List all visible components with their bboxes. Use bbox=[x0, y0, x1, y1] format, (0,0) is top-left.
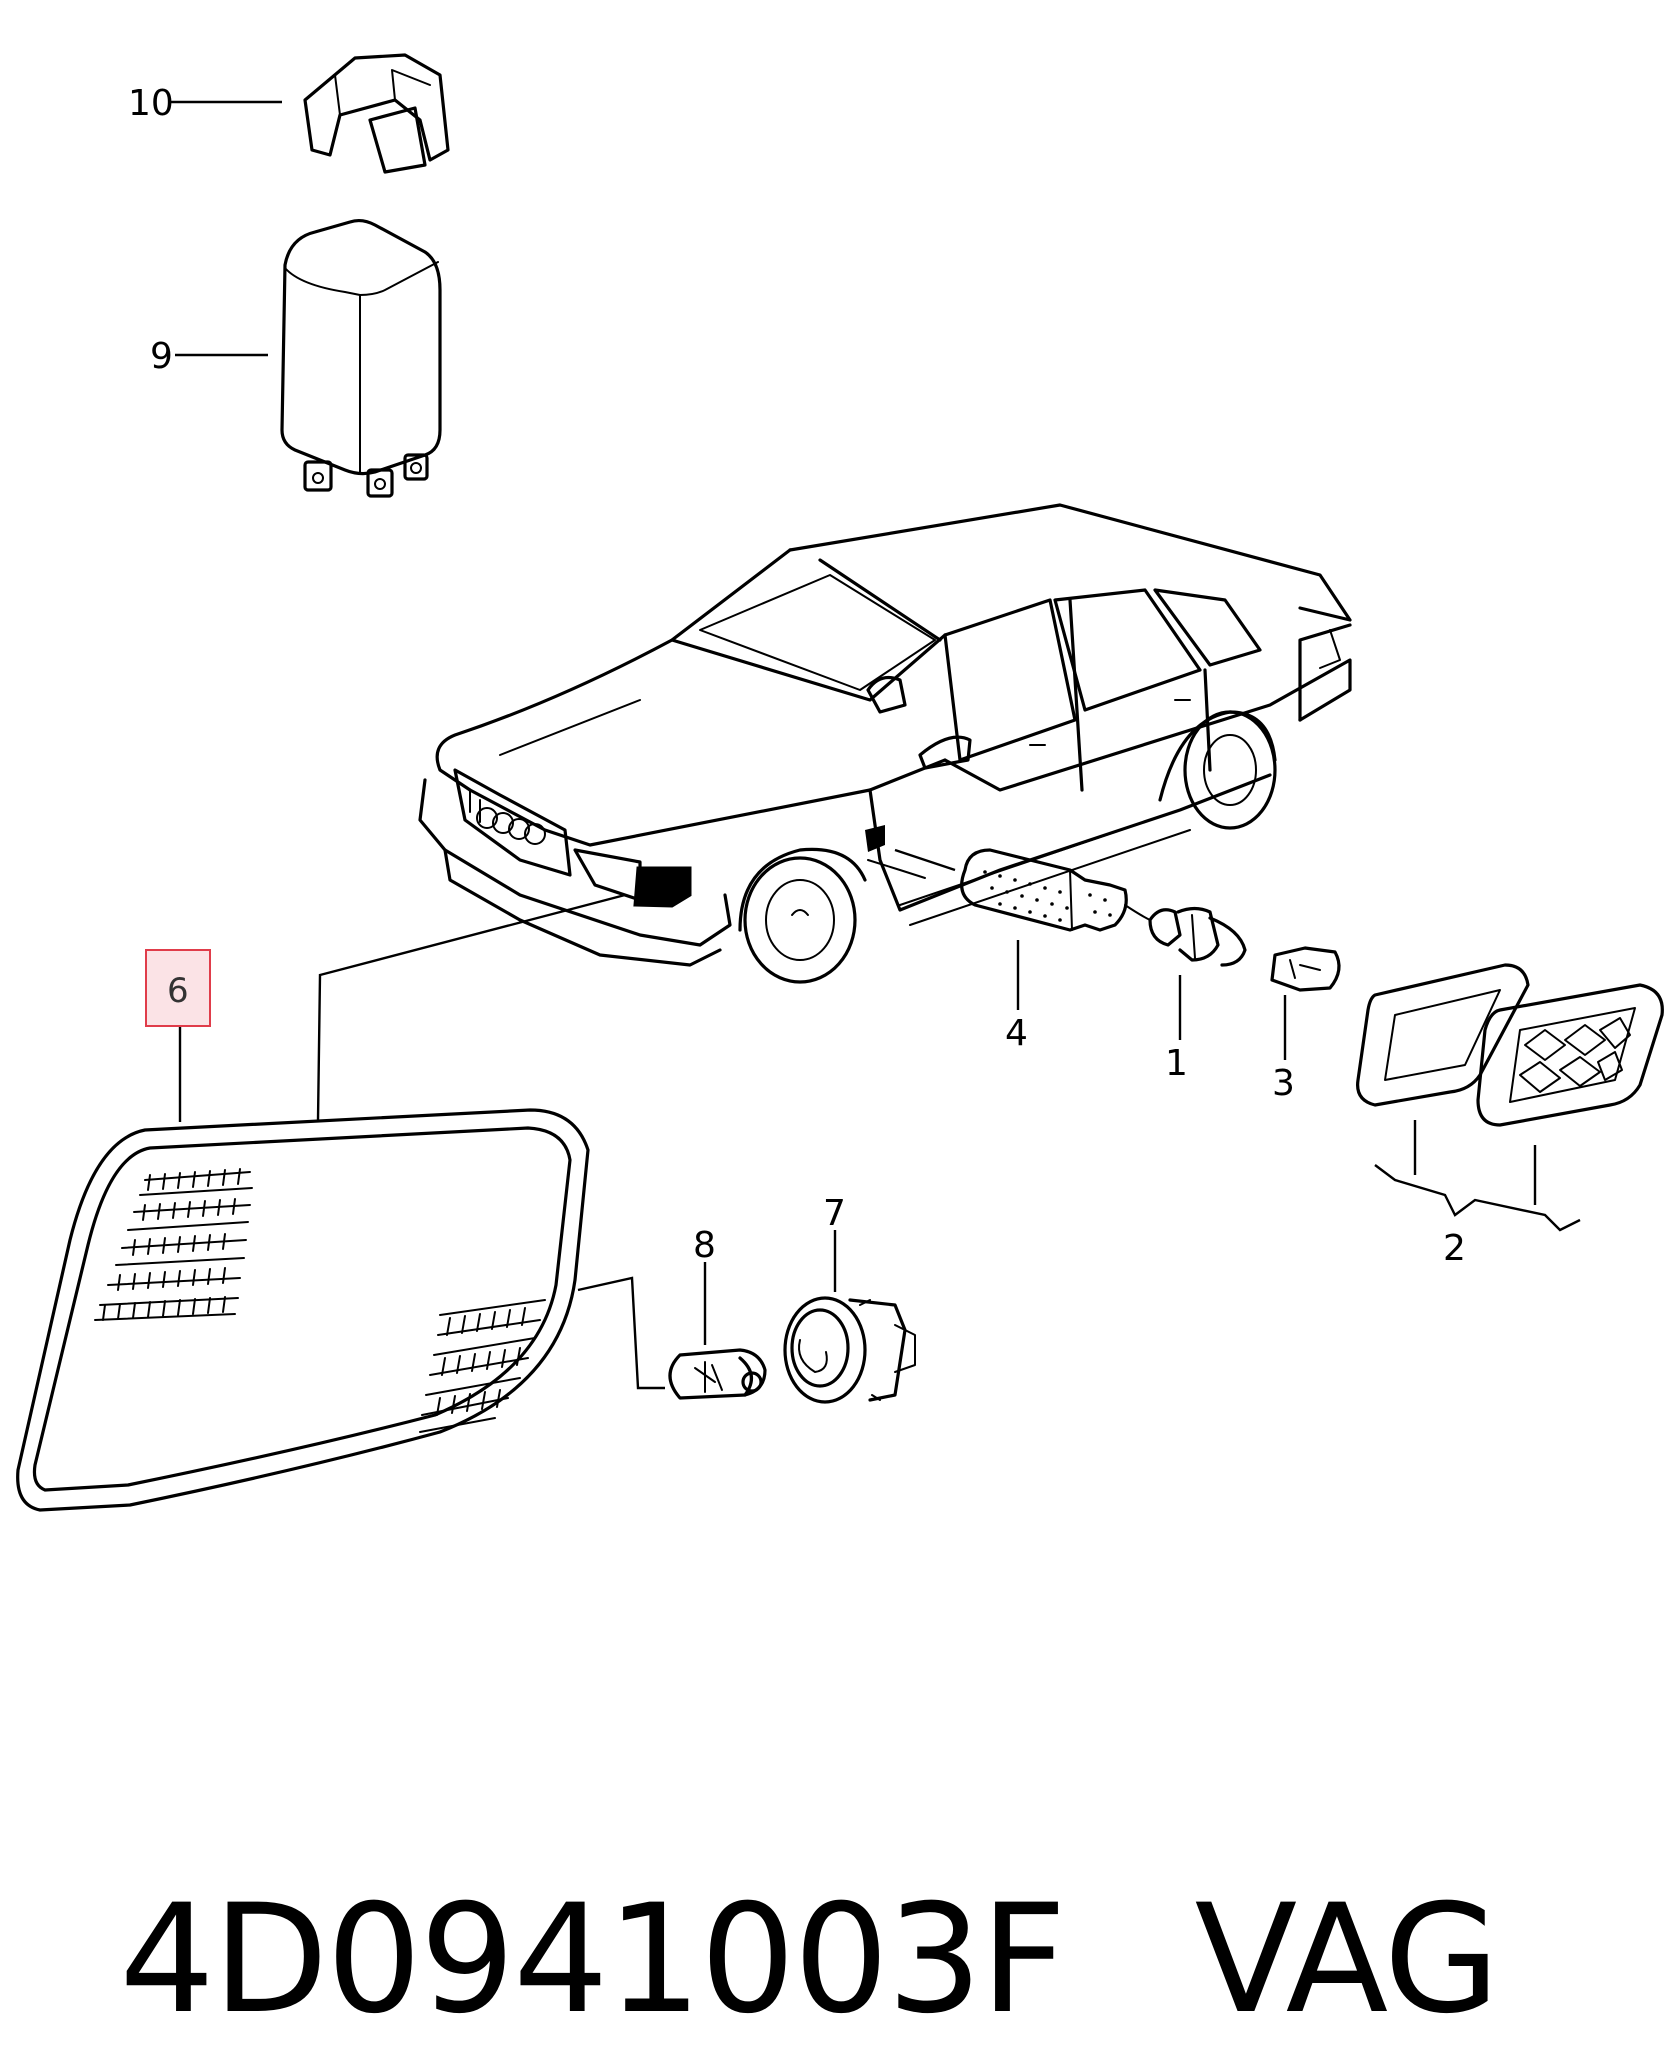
car-illustration bbox=[418, 503, 1352, 984]
part-9-relay[interactable] bbox=[280, 218, 442, 498]
lens-ribs-lower bbox=[419, 1299, 546, 1433]
leader-6-to-8 bbox=[577, 1276, 665, 1390]
lens-ribs-upper bbox=[94, 1168, 253, 1321]
part-4-marker-housing[interactable] bbox=[960, 848, 1151, 932]
leader-car-to-4 bbox=[894, 848, 956, 872]
callout-7[interactable]: 7 bbox=[823, 1193, 846, 1234]
callout-8[interactable]: 8 bbox=[693, 1225, 716, 1266]
brand-name: VAG bbox=[1194, 1873, 1500, 2047]
callout-6-highlight[interactable] bbox=[145, 949, 211, 1027]
leader-car-to-6 bbox=[316, 893, 626, 1121]
callout-10[interactable]: 10 bbox=[128, 83, 174, 124]
part-3-wedge-bulb[interactable] bbox=[1270, 946, 1341, 992]
part-2-gasket-and-lens[interactable] bbox=[1356, 963, 1664, 1127]
callout-2[interactable]: 2 bbox=[1443, 1228, 1466, 1269]
part-7-bulb-holder[interactable] bbox=[783, 1296, 916, 1404]
brace-2 bbox=[1374, 1164, 1581, 1232]
parts-diagram: 10 9 bbox=[16, 53, 1664, 1512]
part-6-indicator-lens[interactable] bbox=[16, 1108, 590, 1512]
callout-9[interactable]: 9 bbox=[150, 336, 173, 377]
part-8-bulb[interactable] bbox=[668, 1348, 767, 1400]
callout-4[interactable]: 4 bbox=[1005, 1013, 1028, 1054]
callout-6[interactable]: 6 bbox=[167, 971, 189, 1011]
callout-1[interactable]: 1 bbox=[1165, 1043, 1188, 1084]
callout-3[interactable]: 3 bbox=[1272, 1063, 1295, 1104]
part-number: 4D0941003F bbox=[119, 1873, 1066, 2047]
part-1-bulb-socket[interactable] bbox=[1148, 906, 1247, 967]
footer: 4D0941003F VAG bbox=[28, 1690, 1500, 2047]
part-10-clip[interactable] bbox=[303, 53, 450, 174]
